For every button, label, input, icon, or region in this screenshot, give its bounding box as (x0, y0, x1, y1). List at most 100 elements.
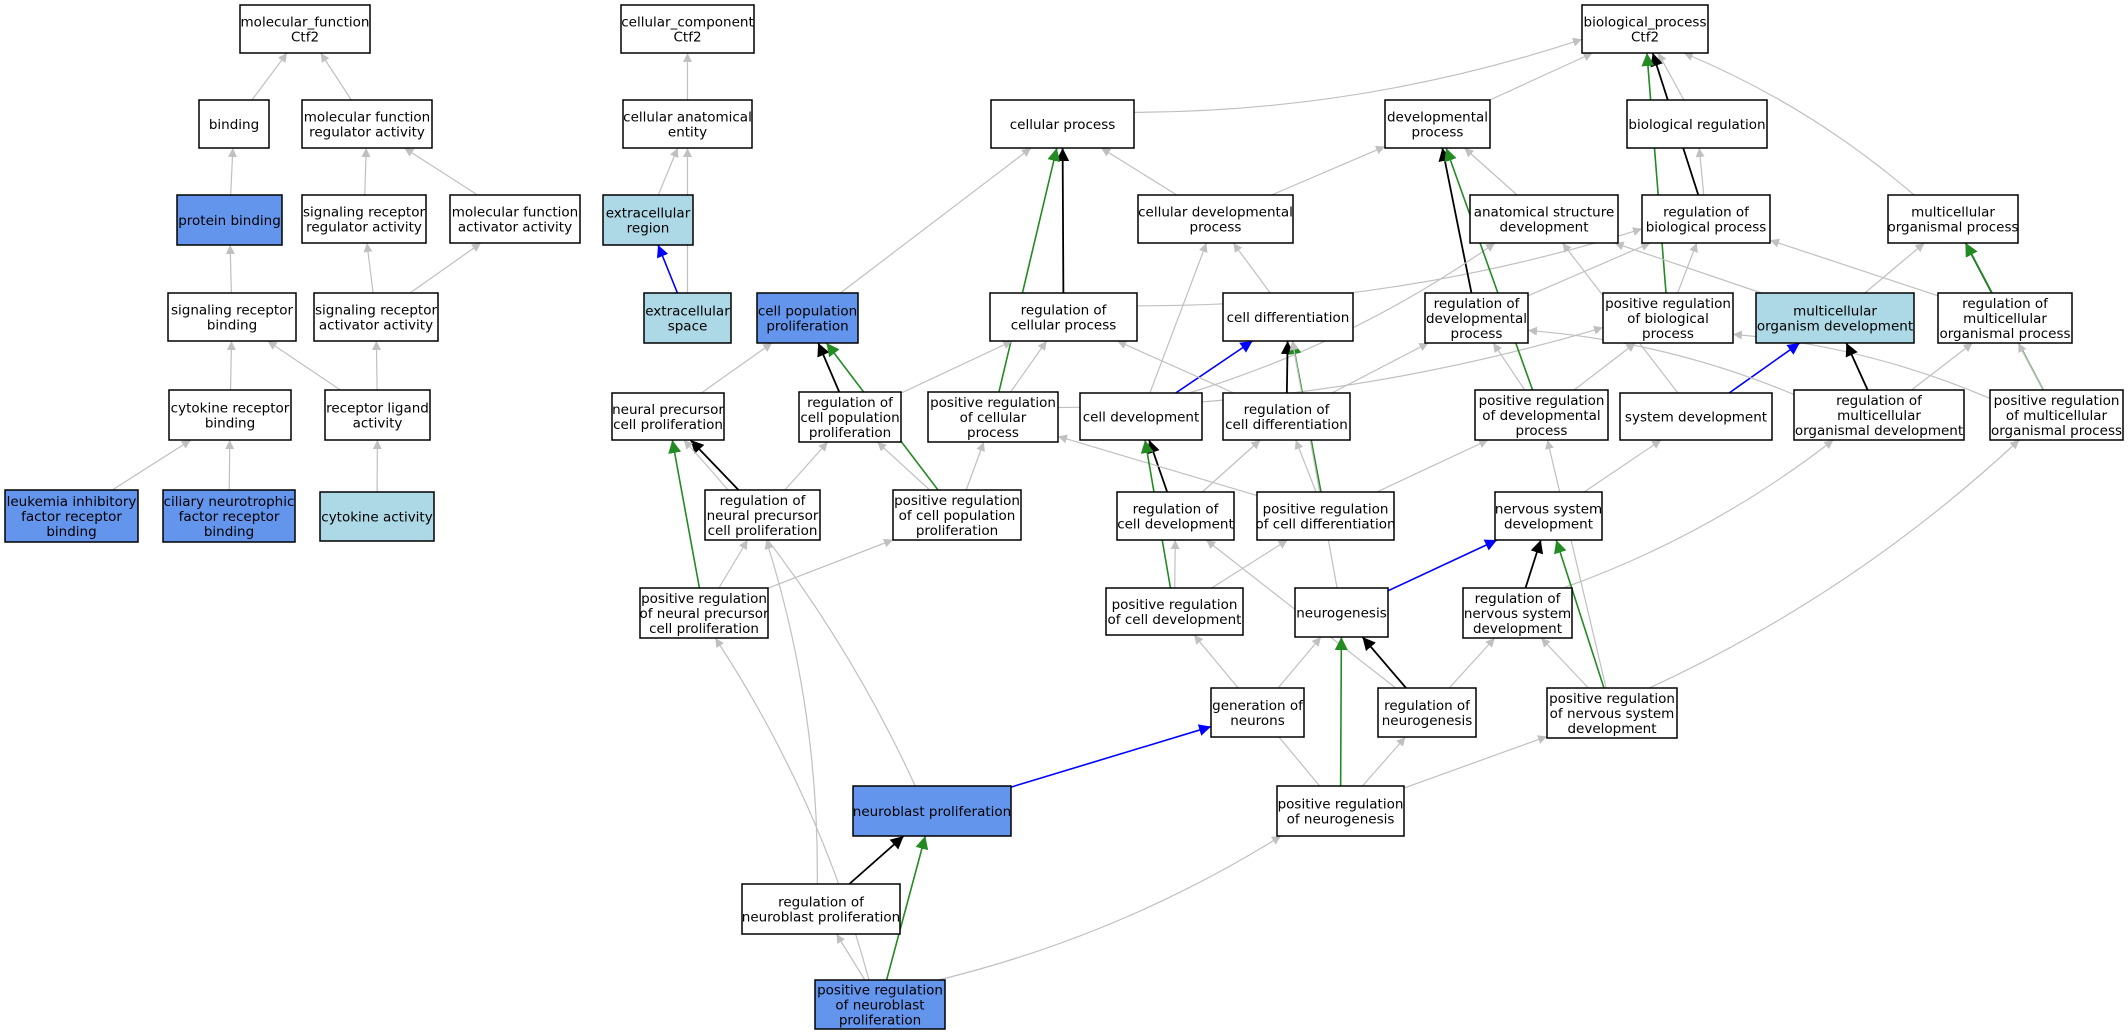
go-term-box (1105, 587, 1244, 636)
go-term-label-line: regulation of (1962, 296, 2049, 312)
edge-is-a-multiproc-to-bp (1683, 52, 1915, 196)
edge-regulates-regdevproc-to-devproc (1438, 147, 1473, 294)
go-term-node-cellproc[interactable]: cellular process (990, 99, 1135, 149)
go-term-box (301, 194, 427, 244)
go-term-node-binding[interactable]: binding (198, 99, 270, 149)
edge-is-a-regmultiproc-to-regbp (1769, 238, 1939, 297)
go-term-box (301, 99, 433, 149)
edge-is-a-sigrecact-to-sigregact (363, 242, 374, 294)
go-term-label-line: system development (1625, 410, 1767, 426)
go-term-node-neurogenesis[interactable]: neurogenesis (1294, 587, 1389, 638)
edge-regulates-regcelldiff-to-celldiff (1280, 340, 1294, 394)
go-term-node-celldev[interactable]: cell development (1079, 392, 1203, 441)
edge-is-a-posregnpc-to-regnpc (718, 539, 749, 589)
go-term-label-line: extracellular (645, 304, 730, 320)
edge-is-a-sigregact-to-mfreg (361, 147, 371, 196)
go-term-label-line: binding (207, 318, 257, 334)
go-term-label-line: regulation of (1836, 393, 1923, 409)
go-term-label-line: biological_process (1584, 15, 1707, 31)
go-term-node-nbprolif[interactable]: neuroblast proliferation (852, 785, 1012, 837)
go-term-label-line: of biological (1627, 311, 1709, 327)
go-term-box (1079, 392, 1203, 441)
go-term-box (852, 785, 1012, 837)
go-term-label-line: cellular_component (621, 15, 753, 31)
go-term-label-line: organism development (1757, 319, 1913, 335)
go-term-node-sysdev[interactable]: system development (1619, 392, 1773, 441)
edge-is-a-mfact-to-mfreg (404, 147, 478, 196)
go-term-box (198, 99, 270, 149)
edge-part-of-neurogenesis-to-nsdev (1387, 539, 1498, 592)
go-term-label-line: factor receptor (179, 509, 280, 525)
edge-positively-regulates-posregcellproc-to-cellproc (998, 147, 1061, 393)
edge-regulates-regcellpop-to-cellpop (817, 342, 841, 393)
go-term-label-line: process (1516, 423, 1568, 439)
go-term-box (814, 979, 946, 1030)
go-term-node-cytact[interactable]: cytokine activity (319, 491, 435, 542)
go-term-label-line: cell development (1117, 517, 1234, 533)
go-term-label-line: developmental (1387, 110, 1488, 126)
go-term-label-line: entity (668, 125, 707, 141)
edge-is-a-posregcelldev-to-regcelldev (1170, 539, 1180, 589)
edge-is-a-posregcelldiff-to-posregdevproc (1376, 439, 1489, 493)
go-term-node-bioreg[interactable]: biological regulation (1626, 99, 1768, 149)
go-term-label-line: neuroblast proliferation (742, 910, 900, 926)
go-term-box (989, 292, 1138, 342)
go-term-box (1462, 587, 1573, 639)
go-term-label-line: binding (46, 524, 96, 540)
edge-is-a-celldiff-to-celldevproc (1232, 242, 1271, 294)
edge-is-a-cellpop-to-cellproc (839, 147, 1032, 294)
go-term-node-celldiff[interactable]: cell differentiation (1222, 292, 1354, 342)
go-term-label-line: cell differentiation (1225, 417, 1348, 433)
go-term-node-protbind[interactable]: protein binding (176, 194, 283, 246)
go-term-label-line: cell proliferation (649, 621, 759, 637)
edge-is-a-npcprolif-to-cellpop (700, 342, 773, 394)
